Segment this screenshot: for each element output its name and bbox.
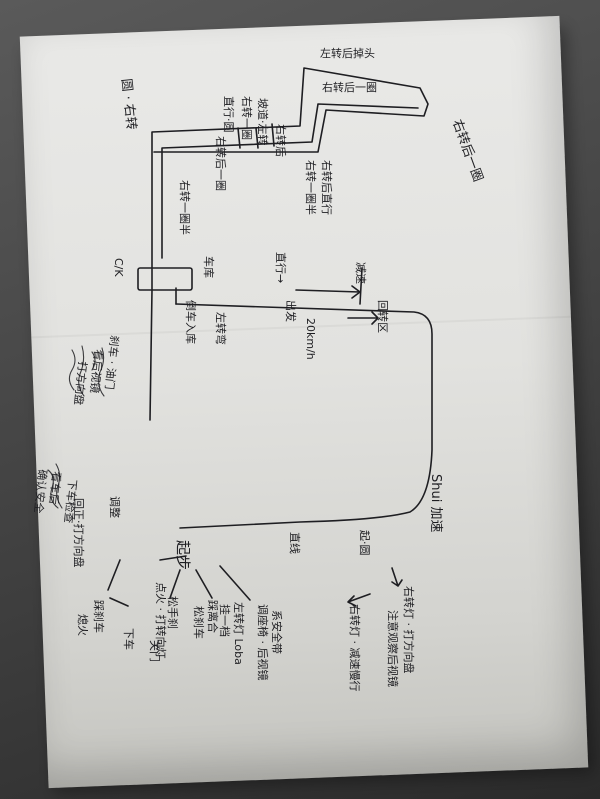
note-start-b: 松手刹	[166, 596, 179, 629]
route-path-upper-inner	[161, 103, 419, 259]
arrow-bottom-right-a	[391, 567, 403, 587]
note-slope-b: 右转后	[274, 124, 287, 157]
route-step-b	[255, 127, 259, 149]
route-path-upper-outer	[151, 67, 429, 291]
note-straight-a: 直行·圆	[222, 96, 235, 133]
scribble-left-bottom	[47, 463, 63, 509]
note-center-left-vertical: 右转一圈半	[178, 180, 191, 235]
arrow-bottom-right-b	[347, 593, 371, 607]
note-bottom-center-b: 踩刹车	[92, 600, 105, 633]
note-right-top-b: 直行→	[274, 252, 287, 284]
note-bottom-right-a: 起·圆	[358, 530, 371, 556]
note-bottom-start: 起步	[174, 540, 192, 571]
note-straight-b: 右转一圈	[240, 96, 253, 140]
note-center-b: 20km/h	[304, 318, 317, 360]
note-right-top-a: 减速	[354, 262, 367, 284]
branch-b	[195, 569, 213, 599]
arrow-right-top	[295, 285, 361, 299]
branch-a	[169, 569, 181, 599]
note-bottom-center-c: 熄火	[76, 614, 89, 636]
note-bottom-far-a: 回正·打方向盘	[72, 498, 85, 568]
note-loop-label: Shui 加速	[428, 474, 443, 533]
note-right-top-c: 回转区	[376, 300, 389, 333]
note-start-e: 挂一档	[218, 604, 231, 637]
arrow-speed-right	[347, 311, 379, 325]
note-bottom-right-d: 右转灯 · 减速慢行	[348, 604, 361, 692]
garage-box	[137, 267, 193, 291]
note-start-c: 踩离合	[206, 600, 219, 633]
note-start-f: 松刹车	[192, 606, 205, 639]
note-left-side-b: 看车后	[46, 470, 63, 505]
note-mid-b: 右转一圈半	[304, 160, 317, 215]
note-seat-b: 系安全带	[270, 610, 283, 654]
note-center-c: 左转弯	[214, 312, 227, 345]
branch-c	[219, 565, 251, 601]
note-top-right-block: 左转后掉头	[320, 47, 375, 60]
branch-up	[159, 555, 187, 561]
note-label-cu: C/K	[112, 258, 125, 277]
note-box-label: 车库	[202, 256, 215, 278]
note-start-d: 左转灯 Loba	[232, 602, 245, 665]
note-slope-a: 坡道·左转	[256, 98, 269, 146]
connector-bottom	[107, 559, 121, 591]
arrow-to-right	[109, 597, 129, 607]
note-center-a: 出发	[284, 300, 297, 322]
arrow-down-speed	[359, 267, 363, 305]
note-bottom-center-e: 关门	[148, 640, 161, 662]
loop-path	[175, 303, 433, 529]
note-bottom-center-d: 下车	[122, 628, 135, 650]
note-top-right-label: 右转后一圈	[322, 81, 377, 94]
scribble-left-column	[68, 345, 105, 397]
note-box-sub: 倒车入库	[184, 300, 197, 344]
note-bottom-right-b: 右转灯 · 打方向盘	[402, 586, 415, 674]
route-step-c	[271, 123, 275, 147]
left-road-line	[149, 289, 153, 421]
note-bottom-center-a: 调整	[108, 496, 121, 518]
note-bottom-right-c: 注意观察后视镜	[386, 610, 399, 687]
route-step-a	[237, 127, 241, 149]
note-bottom-straight: 直线	[288, 532, 301, 554]
note-mid-c: 右转后直行	[320, 160, 333, 215]
note-mid-a: 右转后一圈	[214, 136, 227, 191]
note-seat-a: 调座椅 · 后视镜	[256, 604, 269, 681]
